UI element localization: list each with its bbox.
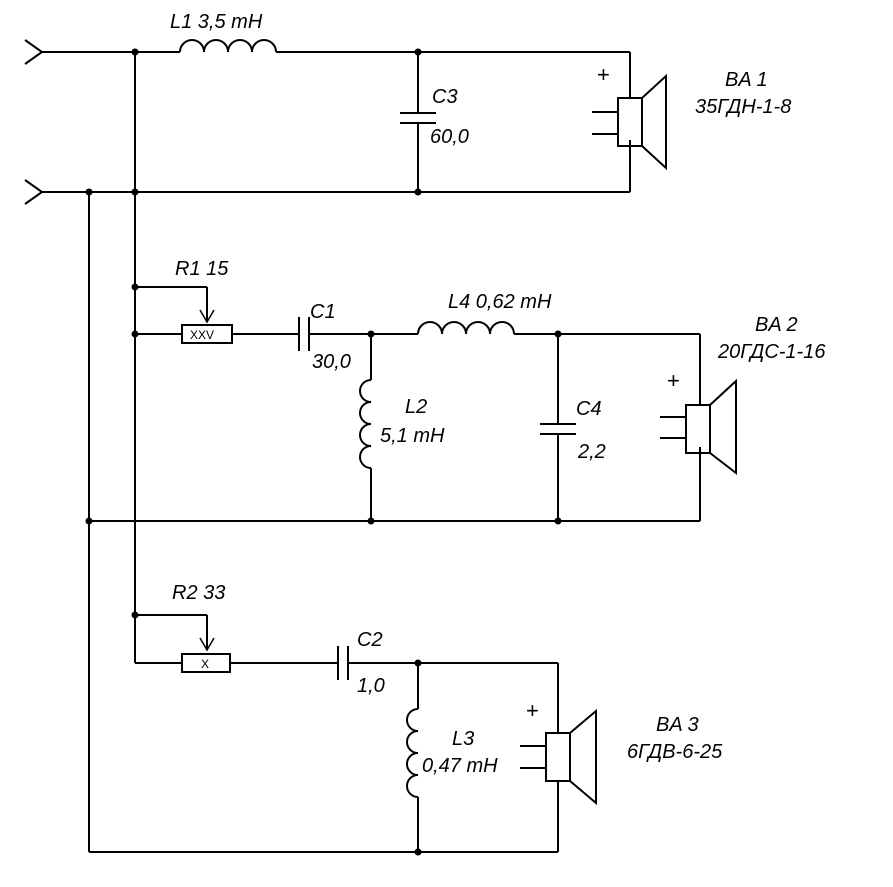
c4-ref: C4: [576, 398, 602, 420]
r1-marking: XXV: [190, 328, 214, 342]
inductor-l2: [359, 334, 372, 521]
l3-value: 0,47 mH: [422, 755, 498, 777]
speaker-ba2: [660, 378, 737, 476]
ba2-ref: BA 2: [755, 314, 798, 336]
capacitor-c4: [540, 334, 576, 521]
r1-label: R1 15: [175, 258, 229, 280]
c2-value: 1,0: [357, 675, 385, 697]
ba3-model: 6ГДВ-6-25: [627, 741, 723, 763]
inductor-l1: [179, 39, 277, 53]
l1-label: L1 3,5 mH: [170, 11, 263, 33]
inductor-l4: [417, 321, 515, 335]
ba1-ref: BA 1: [725, 69, 768, 91]
l4-label: L4 0,62 mH: [448, 291, 552, 313]
c1-ref: C1: [310, 301, 336, 323]
input-terminal-top: [24, 39, 180, 65]
l3-ref: L3: [452, 728, 474, 750]
ba2-plus: +: [667, 368, 680, 393]
capacitor-c3: [400, 52, 436, 192]
c3-ref: C3: [432, 86, 458, 108]
speaker-ba3: [520, 708, 597, 806]
inductor-l3: [406, 663, 419, 852]
c1-value: 30,0: [312, 351, 351, 373]
ba3-ref: BA 3: [656, 714, 699, 736]
capacitor-c2: [337, 646, 349, 680]
ba1-plus: +: [597, 62, 610, 87]
r2-marking: X: [201, 657, 209, 671]
junction-dots: [85, 48, 562, 856]
input-terminal-bottom: [24, 179, 630, 205]
c3-value: 60,0: [430, 126, 469, 148]
r2-label: R2 33: [172, 582, 225, 604]
c2-ref: C2: [357, 629, 383, 651]
ba3-plus: +: [526, 698, 539, 723]
speaker-ba1: [592, 73, 667, 171]
ba2-model: 20ГДС-1-16: [717, 341, 826, 363]
ba1-model: 35ГДН-1-8: [695, 96, 791, 118]
l2-value: 5,1 mH: [380, 425, 445, 447]
c4-value: 2,2: [577, 441, 606, 463]
capacitor-c1: [298, 317, 310, 351]
l2-ref: L2: [405, 396, 427, 418]
